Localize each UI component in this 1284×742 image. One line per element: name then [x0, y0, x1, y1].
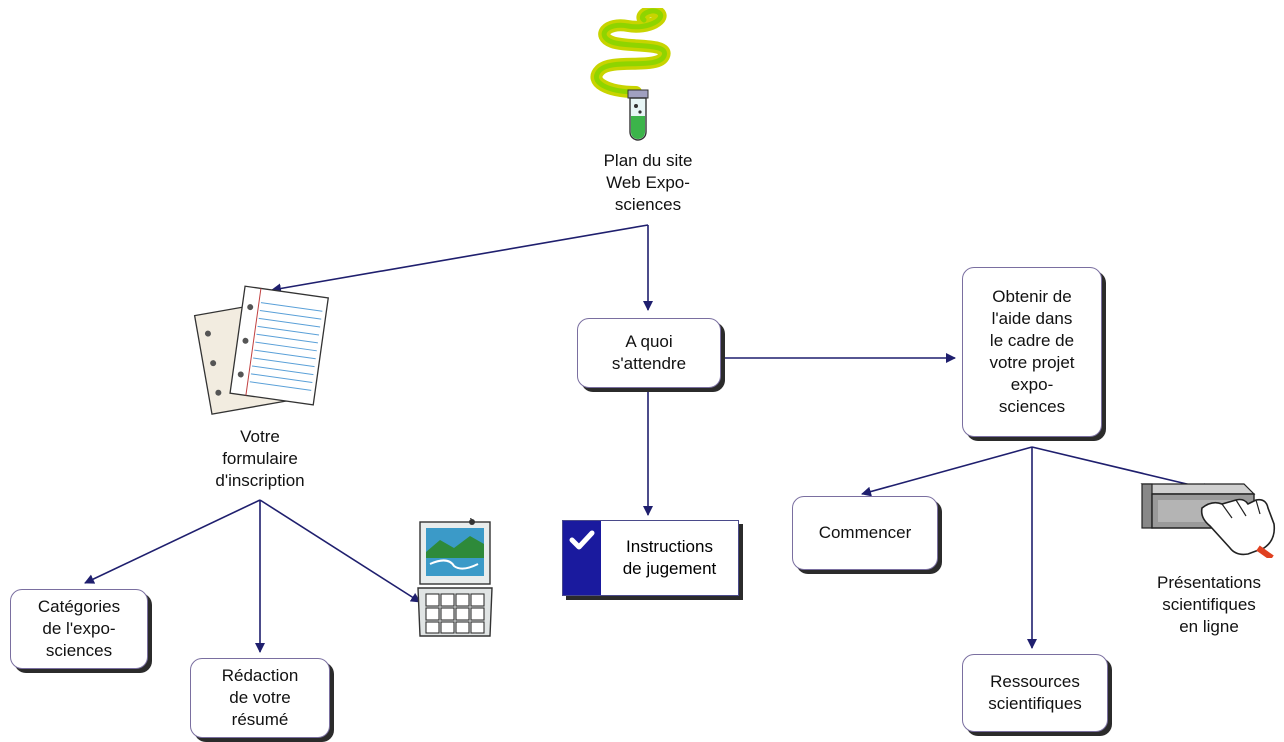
edge-root-formulaire	[271, 224, 649, 294]
root-label: Plan du site Web Expo- sciences	[603, 151, 693, 214]
node-instructions[interactable]: Instructions de jugement	[562, 520, 739, 596]
checkmark-icon	[563, 521, 601, 595]
presentations-label: Présentations scientifiques en ligne	[1157, 573, 1261, 636]
node-attendre[interactable]: A quoi s'attendre	[577, 318, 721, 388]
laptop-icon	[417, 518, 493, 637]
node-categories[interactable]: Catégories de l'expo- sciences	[10, 589, 148, 669]
instructions-label: Instructions de jugement	[622, 537, 717, 578]
node-redaction[interactable]: Rédaction de votre résumé	[190, 658, 330, 738]
formulaire-label: Votre formulaire d'inscription	[215, 427, 305, 490]
node-commencer[interactable]: Commencer	[792, 496, 938, 570]
edge-aide-presentations	[1031, 446, 1213, 493]
edge-formulaire-categories	[84, 499, 261, 584]
node-ressources[interactable]: Ressources scientifiques	[962, 654, 1108, 732]
edge-formulaire-laptop	[259, 499, 421, 603]
test-tube-icon	[590, 8, 671, 141]
hand-pressing-button-icon	[1140, 483, 1276, 558]
edge-aide-commencer	[861, 446, 1033, 497]
paper-sheets-icon	[193, 285, 329, 415]
node-aide[interactable]: Obtenir de l'aide dans le cadre de votre…	[962, 267, 1102, 437]
